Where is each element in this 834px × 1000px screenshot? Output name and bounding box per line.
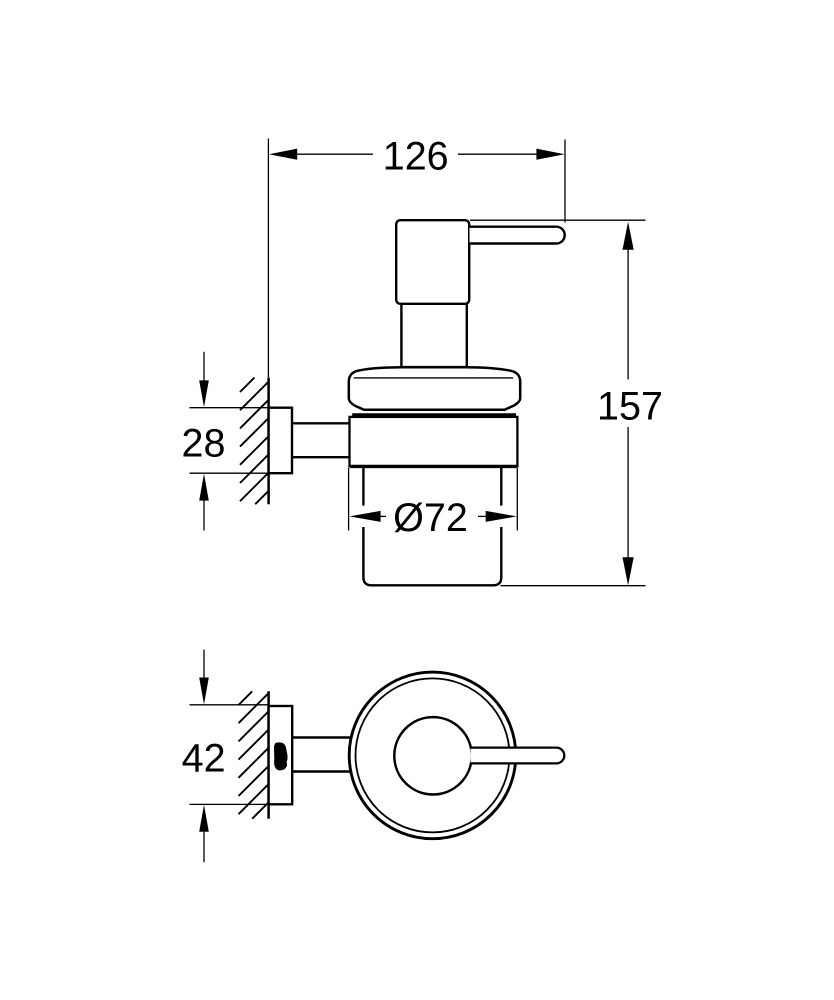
svg-text:Ø72: Ø72 xyxy=(393,496,468,540)
svg-text:28: 28 xyxy=(182,422,226,466)
svg-text:42: 42 xyxy=(182,737,226,781)
svg-text:157: 157 xyxy=(597,384,663,428)
svg-text:126: 126 xyxy=(383,135,449,179)
